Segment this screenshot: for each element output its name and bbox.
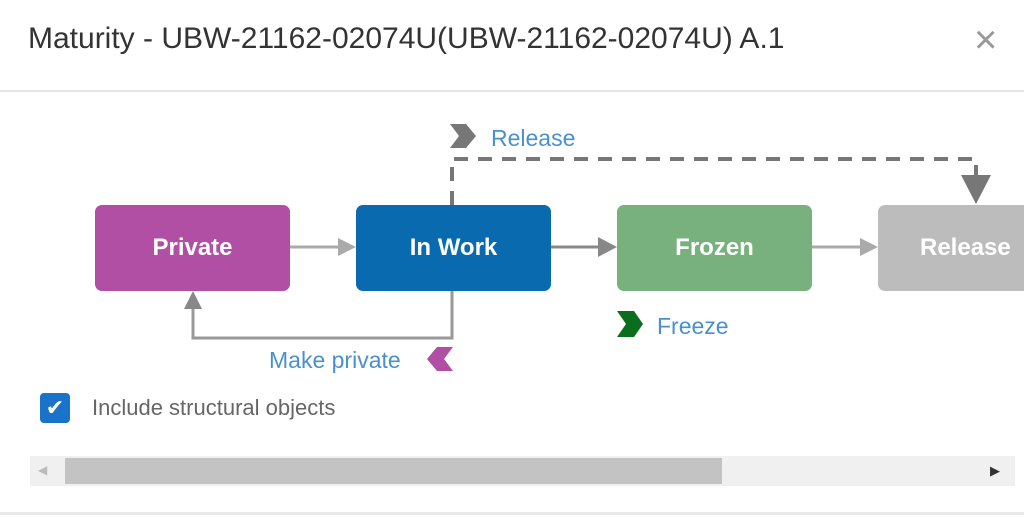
- horizontal-scrollbar[interactable]: ◀ ▶: [30, 456, 1015, 486]
- close-icon[interactable]: ×: [974, 18, 998, 62]
- freeze-chevron-icon: [617, 311, 643, 337]
- state-in-work[interactable]: In Work: [356, 205, 551, 291]
- scrollbar-thumb[interactable]: [65, 458, 722, 484]
- dialog-title: Maturity - UBW-21162-02074U(UBW-21162-02…: [28, 22, 785, 55]
- release-chevron-icon: [450, 124, 476, 148]
- state-frozen[interactable]: Frozen: [617, 205, 812, 291]
- scroll-left-arrow-icon[interactable]: ◀: [38, 463, 48, 477]
- make-private-action-link[interactable]: Make private: [269, 347, 401, 373]
- freeze-action-link[interactable]: Freeze: [657, 313, 729, 339]
- make-private-chevron-icon: [427, 347, 453, 371]
- include-structural-label: Include structural objects: [92, 395, 336, 420]
- include-structural-checkbox[interactable]: ✔: [40, 393, 70, 423]
- state-private[interactable]: Private: [95, 205, 290, 291]
- state-released[interactable]: Release: [878, 205, 1024, 291]
- checkmark-icon: ✔: [45, 395, 65, 420]
- header-divider: [0, 90, 1024, 92]
- footer-divider: [0, 512, 1024, 515]
- scroll-right-arrow-icon[interactable]: ▶: [990, 463, 1000, 478]
- release-action-link[interactable]: Release: [491, 125, 576, 151]
